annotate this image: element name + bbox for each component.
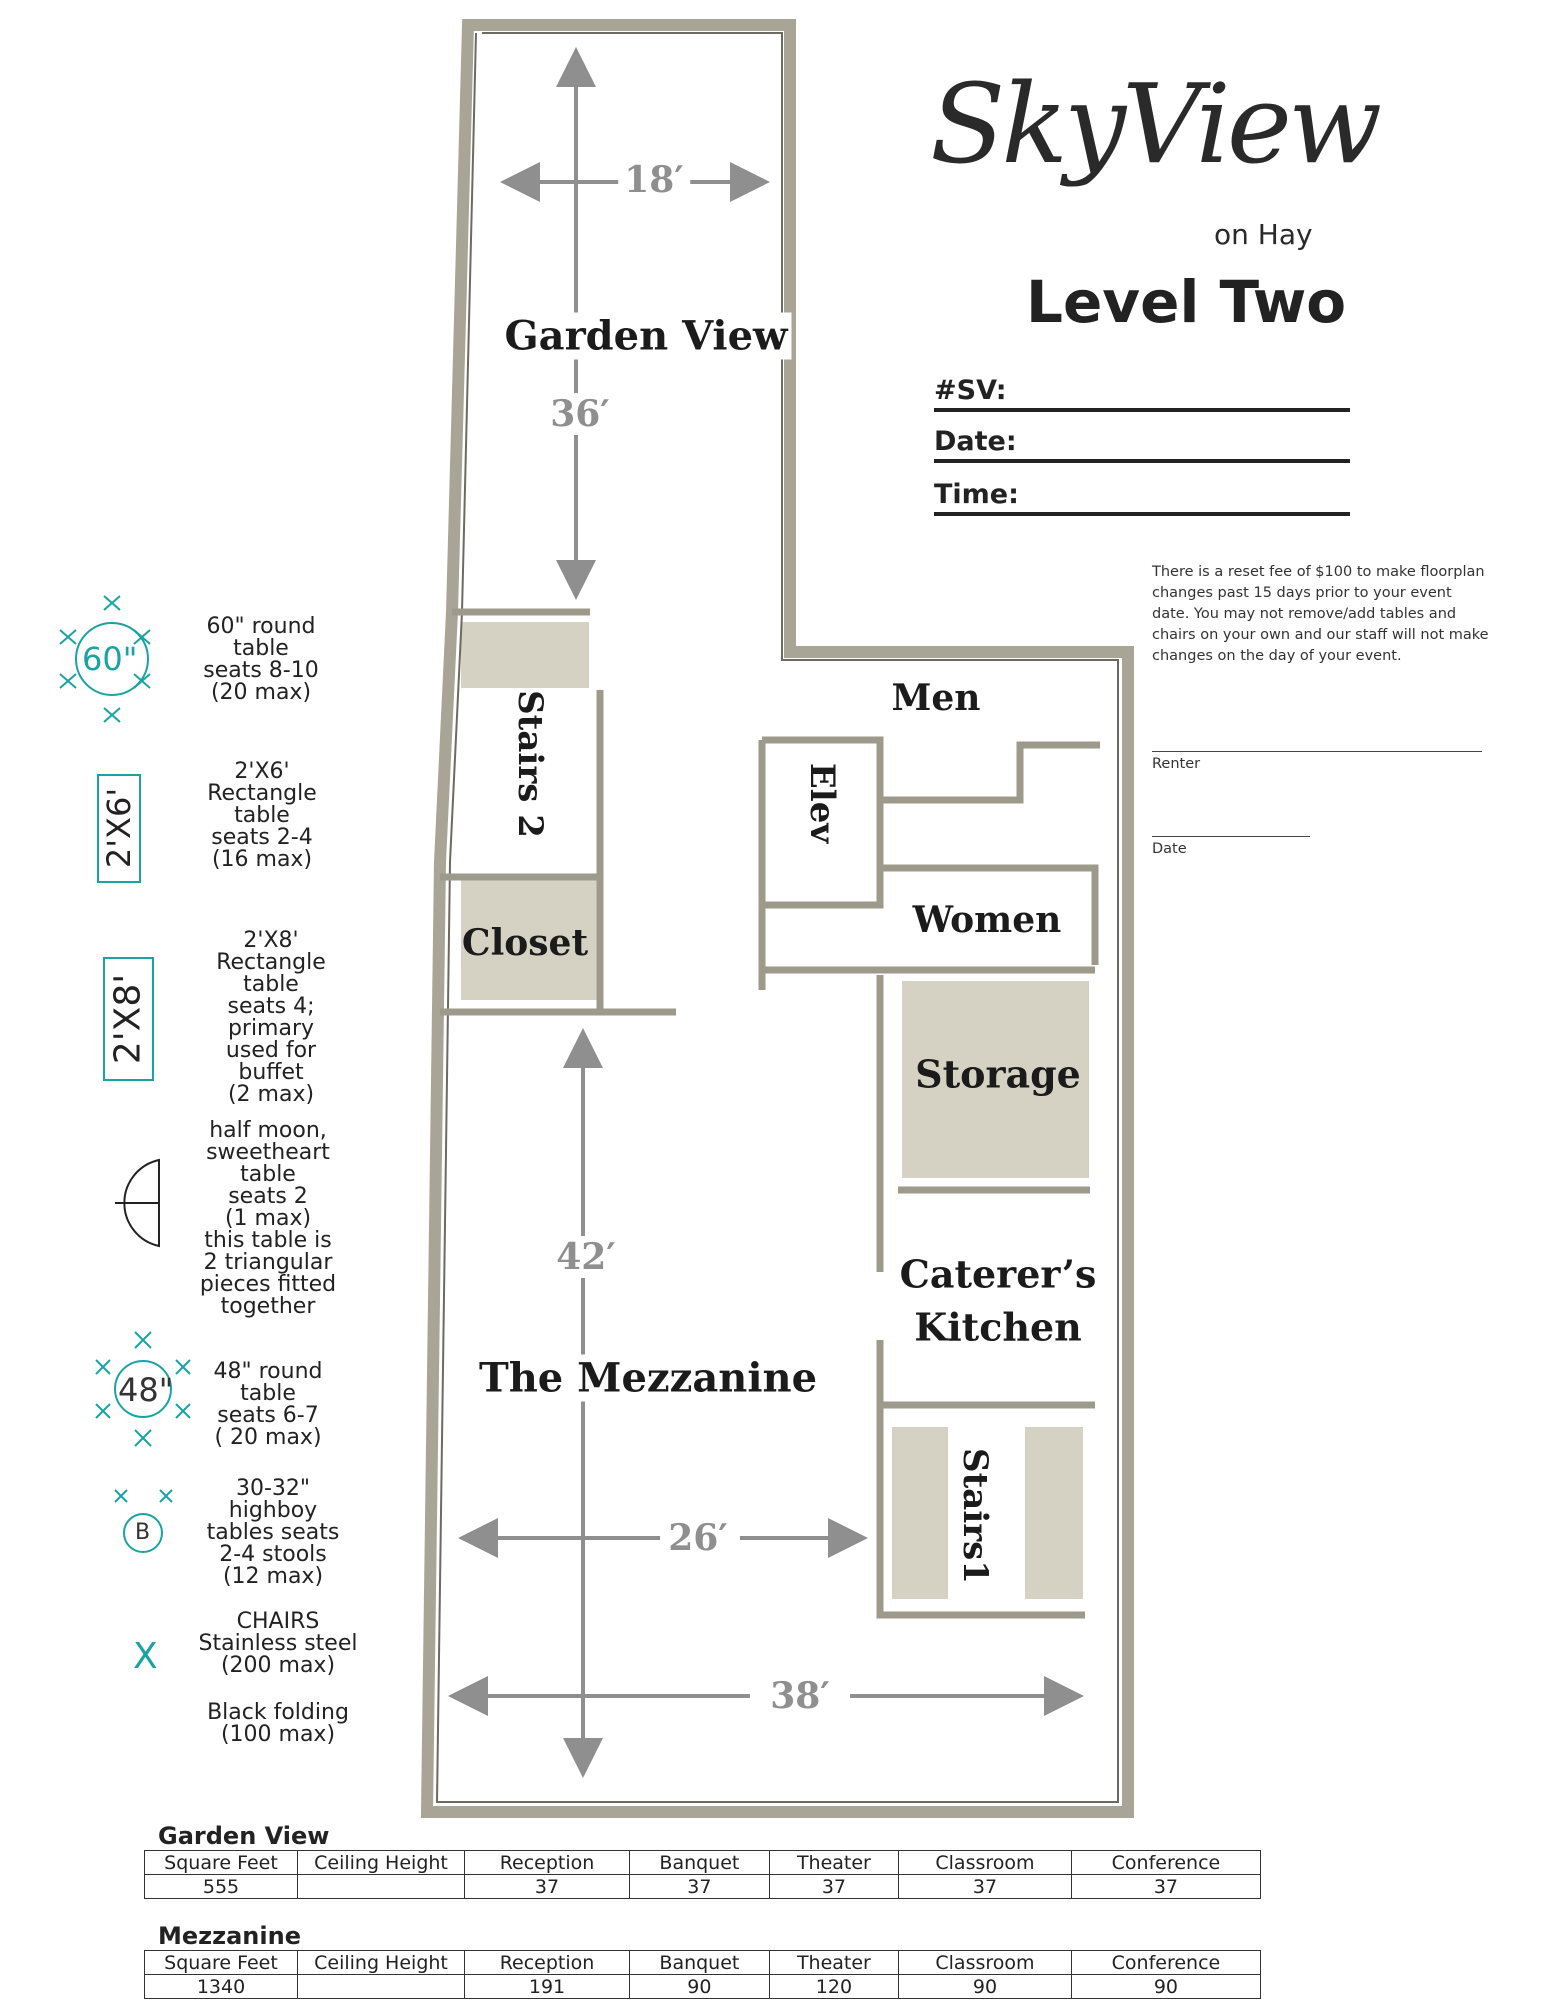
room-caterers-kitchen-2: Kitchen bbox=[914, 1304, 1082, 1350]
stairs2-fill bbox=[461, 622, 589, 688]
rect-table-6-icon bbox=[97, 774, 141, 883]
value-cell: 90 bbox=[898, 1974, 1072, 1999]
chair-x-icon: X bbox=[133, 1636, 158, 1677]
date-signature-line[interactable] bbox=[1152, 836, 1310, 837]
value-cell: 37 bbox=[1070, 1874, 1262, 1899]
header-cell: Banquet bbox=[629, 1850, 770, 1875]
highboy-icon bbox=[123, 1513, 163, 1553]
round-48-label: 48" bbox=[118, 1371, 174, 1409]
storage-fill bbox=[902, 981, 1089, 1178]
header-cell: Classroom bbox=[898, 1950, 1072, 1975]
header-cell: Square Feet bbox=[144, 1850, 298, 1875]
round-60-label: 60" bbox=[82, 640, 138, 678]
reset-fee-note: There is a reset fee of $100 to make flo… bbox=[1152, 564, 1489, 664]
room-stairs2: Stairs 2 bbox=[510, 690, 550, 838]
room-mezzanine: The Mezzanine bbox=[474, 1354, 822, 1402]
round-table-60-icon bbox=[75, 622, 149, 696]
stairs1-fill-left bbox=[892, 1427, 948, 1599]
dim-mezz-width: 38′ bbox=[764, 1675, 836, 1717]
room-elev: Elev bbox=[802, 762, 842, 844]
header-cell: Square Feet bbox=[144, 1950, 298, 1975]
header-cell: Reception bbox=[463, 1850, 631, 1875]
header-cell: Ceiling Height bbox=[297, 1850, 465, 1875]
rect6-label: 2'X6' bbox=[100, 787, 138, 869]
header-cell: Ceiling Height bbox=[297, 1950, 465, 1975]
level-title: Level Two bbox=[1026, 268, 1347, 336]
round-table-48-icon bbox=[114, 1360, 172, 1418]
sv-label: #SV: bbox=[934, 375, 1007, 406]
room-stairs1: Stairs1 bbox=[955, 1448, 995, 1584]
garden-view-table-title: Garden View bbox=[158, 1822, 330, 1850]
stairs1-fill-right bbox=[1025, 1427, 1083, 1599]
value-cell: 90 bbox=[1070, 1974, 1262, 1999]
renter-label: Renter bbox=[1152, 756, 1201, 772]
logo-brand: SkyView bbox=[930, 60, 1382, 188]
room-storage: Storage bbox=[915, 1051, 1081, 1097]
signature-date-label: Date bbox=[1152, 841, 1187, 857]
value-cell: 37 bbox=[768, 1874, 900, 1899]
value-cell: 555 bbox=[144, 1874, 298, 1899]
highboy-label: B bbox=[135, 1520, 151, 1545]
header-cell: Theater bbox=[768, 1850, 900, 1875]
value-cell: 191 bbox=[463, 1974, 631, 1999]
value-cell: 37 bbox=[629, 1874, 770, 1899]
value-cell: 90 bbox=[629, 1974, 770, 1999]
header-cell: Theater bbox=[768, 1950, 900, 1975]
header-cell: Reception bbox=[463, 1950, 631, 1975]
value-cell: 37 bbox=[898, 1874, 1072, 1899]
mezzanine-table-title: Mezzanine bbox=[158, 1922, 301, 1950]
closet-fill bbox=[461, 877, 599, 1000]
time-field[interactable]: Time: bbox=[934, 478, 1350, 516]
header-cell: Conference bbox=[1070, 1850, 1262, 1875]
value-cell: 120 bbox=[768, 1974, 900, 1999]
header-cell: Classroom bbox=[898, 1850, 1072, 1875]
time-label: Time: bbox=[934, 479, 1019, 510]
value-cell bbox=[297, 1974, 465, 1999]
dim-garden-width: 18′ bbox=[618, 159, 690, 201]
exterior-wall-inner bbox=[435, 32, 1119, 1803]
date-field[interactable]: Date: bbox=[934, 425, 1350, 463]
chair-marks-48 bbox=[95, 1331, 191, 1447]
room-garden-view: Garden View bbox=[500, 312, 792, 360]
rect-table-8-icon bbox=[103, 957, 154, 1081]
room-women: Women bbox=[912, 899, 1062, 941]
interior-walls bbox=[440, 608, 1100, 1619]
legend-icons bbox=[59, 595, 191, 1553]
room-men: Men bbox=[891, 677, 981, 719]
room-caterers-kitchen-1: Caterer’s bbox=[899, 1251, 1097, 1297]
renter-signature-line[interactable] bbox=[1152, 751, 1482, 752]
dim-mezz-length: 42′ bbox=[550, 1236, 622, 1278]
rect8-label: 2'X8' bbox=[107, 973, 149, 1065]
stool-marks bbox=[114, 1489, 173, 1503]
room-closet: Closet bbox=[461, 922, 589, 964]
half-moon-icon bbox=[115, 1158, 160, 1248]
logo-sub: on Hay bbox=[1214, 218, 1313, 251]
dim-garden-length: 36′ bbox=[544, 393, 616, 435]
header-cell: Banquet bbox=[629, 1950, 770, 1975]
sv-field[interactable]: #SV: bbox=[934, 374, 1350, 412]
value-cell: 37 bbox=[463, 1874, 631, 1899]
header-cell: Conference bbox=[1070, 1950, 1262, 1975]
dim-mezz-width-inner: 26′ bbox=[662, 1517, 734, 1559]
date-label: Date: bbox=[934, 426, 1017, 457]
value-cell: 1340 bbox=[144, 1974, 298, 1999]
chair-marks-60 bbox=[59, 595, 151, 723]
value-cell bbox=[297, 1874, 465, 1899]
legend-black-folding-text: Black folding(100 max) bbox=[207, 1700, 349, 1747]
